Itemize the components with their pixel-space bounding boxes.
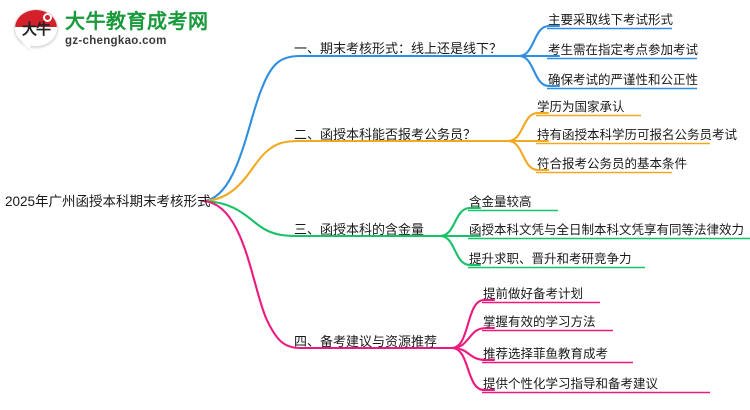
branch-connector-1: [201, 24, 697, 203]
mindmap-root-node[interactable]: 2025年广州函授本科期末考核形式: [5, 194, 211, 209]
site-logo[interactable]: 大牛 大牛教育成考网 gz-chengkao.com: [14, 6, 208, 52]
leaf-node-1-1[interactable]: 主要采取线下考试形式: [548, 13, 674, 27]
leaf-node-4-1[interactable]: 提前做好备考计划: [483, 287, 584, 301]
leaf-node-4-3[interactable]: 推荐选择菲鱼教育成考: [483, 347, 609, 361]
leaf-node-1-2[interactable]: 考生需在指定考点参加考试: [548, 43, 699, 57]
branch-connector-2: [201, 111, 710, 203]
branch-node-2[interactable]: 二、函授本科能否报考公务员？: [294, 127, 477, 142]
leaf-node-4-4[interactable]: 提供个性化学习指导和备考建议: [483, 377, 659, 391]
logo-seal-dot: [43, 13, 52, 22]
leaf-node-1-3[interactable]: 确保考试的严谨性和公正性: [548, 73, 699, 87]
leaf-node-3-2[interactable]: 函授本科文凭与全日制本科文凭享有同等法律效力: [469, 223, 745, 237]
branch-node-4[interactable]: 四、备考建议与资源推荐: [294, 334, 438, 349]
leaf-node-2-1[interactable]: 学历为国家承认: [537, 100, 625, 114]
leaf-node-2-3[interactable]: 符合报考公务员的基本条件: [537, 157, 688, 171]
logo-mark: 大牛: [14, 9, 58, 50]
logo-text-block: 大牛教育成考网 gz-chengkao.com: [65, 11, 209, 48]
branch-node-1[interactable]: 一、期末考核形式：线上还是线下？: [294, 41, 503, 56]
branch-connector-3: [201, 199, 750, 269]
logo-bubble-tail: [22, 42, 32, 50]
branch-node-3[interactable]: 三、函授本科的含金量: [294, 222, 425, 237]
leaf-node-3-3[interactable]: 提升求职、晋升和考研竞争力: [469, 252, 632, 266]
leaf-node-2-2[interactable]: 持有函授本科学历可报名公务员考试: [537, 128, 738, 142]
logo-bubble-shape: 大牛: [14, 9, 58, 47]
branch-connector-4: [201, 199, 710, 394]
leaf-node-3-1[interactable]: 含金量较高: [469, 195, 532, 209]
logo-title: 大牛教育成考网: [65, 10, 209, 33]
logo-subtitle: gz-chengkao.com: [65, 34, 167, 47]
logo-mark-text: 大牛: [21, 21, 51, 38]
leaf-node-4-2[interactable]: 掌握有效的学习方法: [483, 315, 596, 329]
